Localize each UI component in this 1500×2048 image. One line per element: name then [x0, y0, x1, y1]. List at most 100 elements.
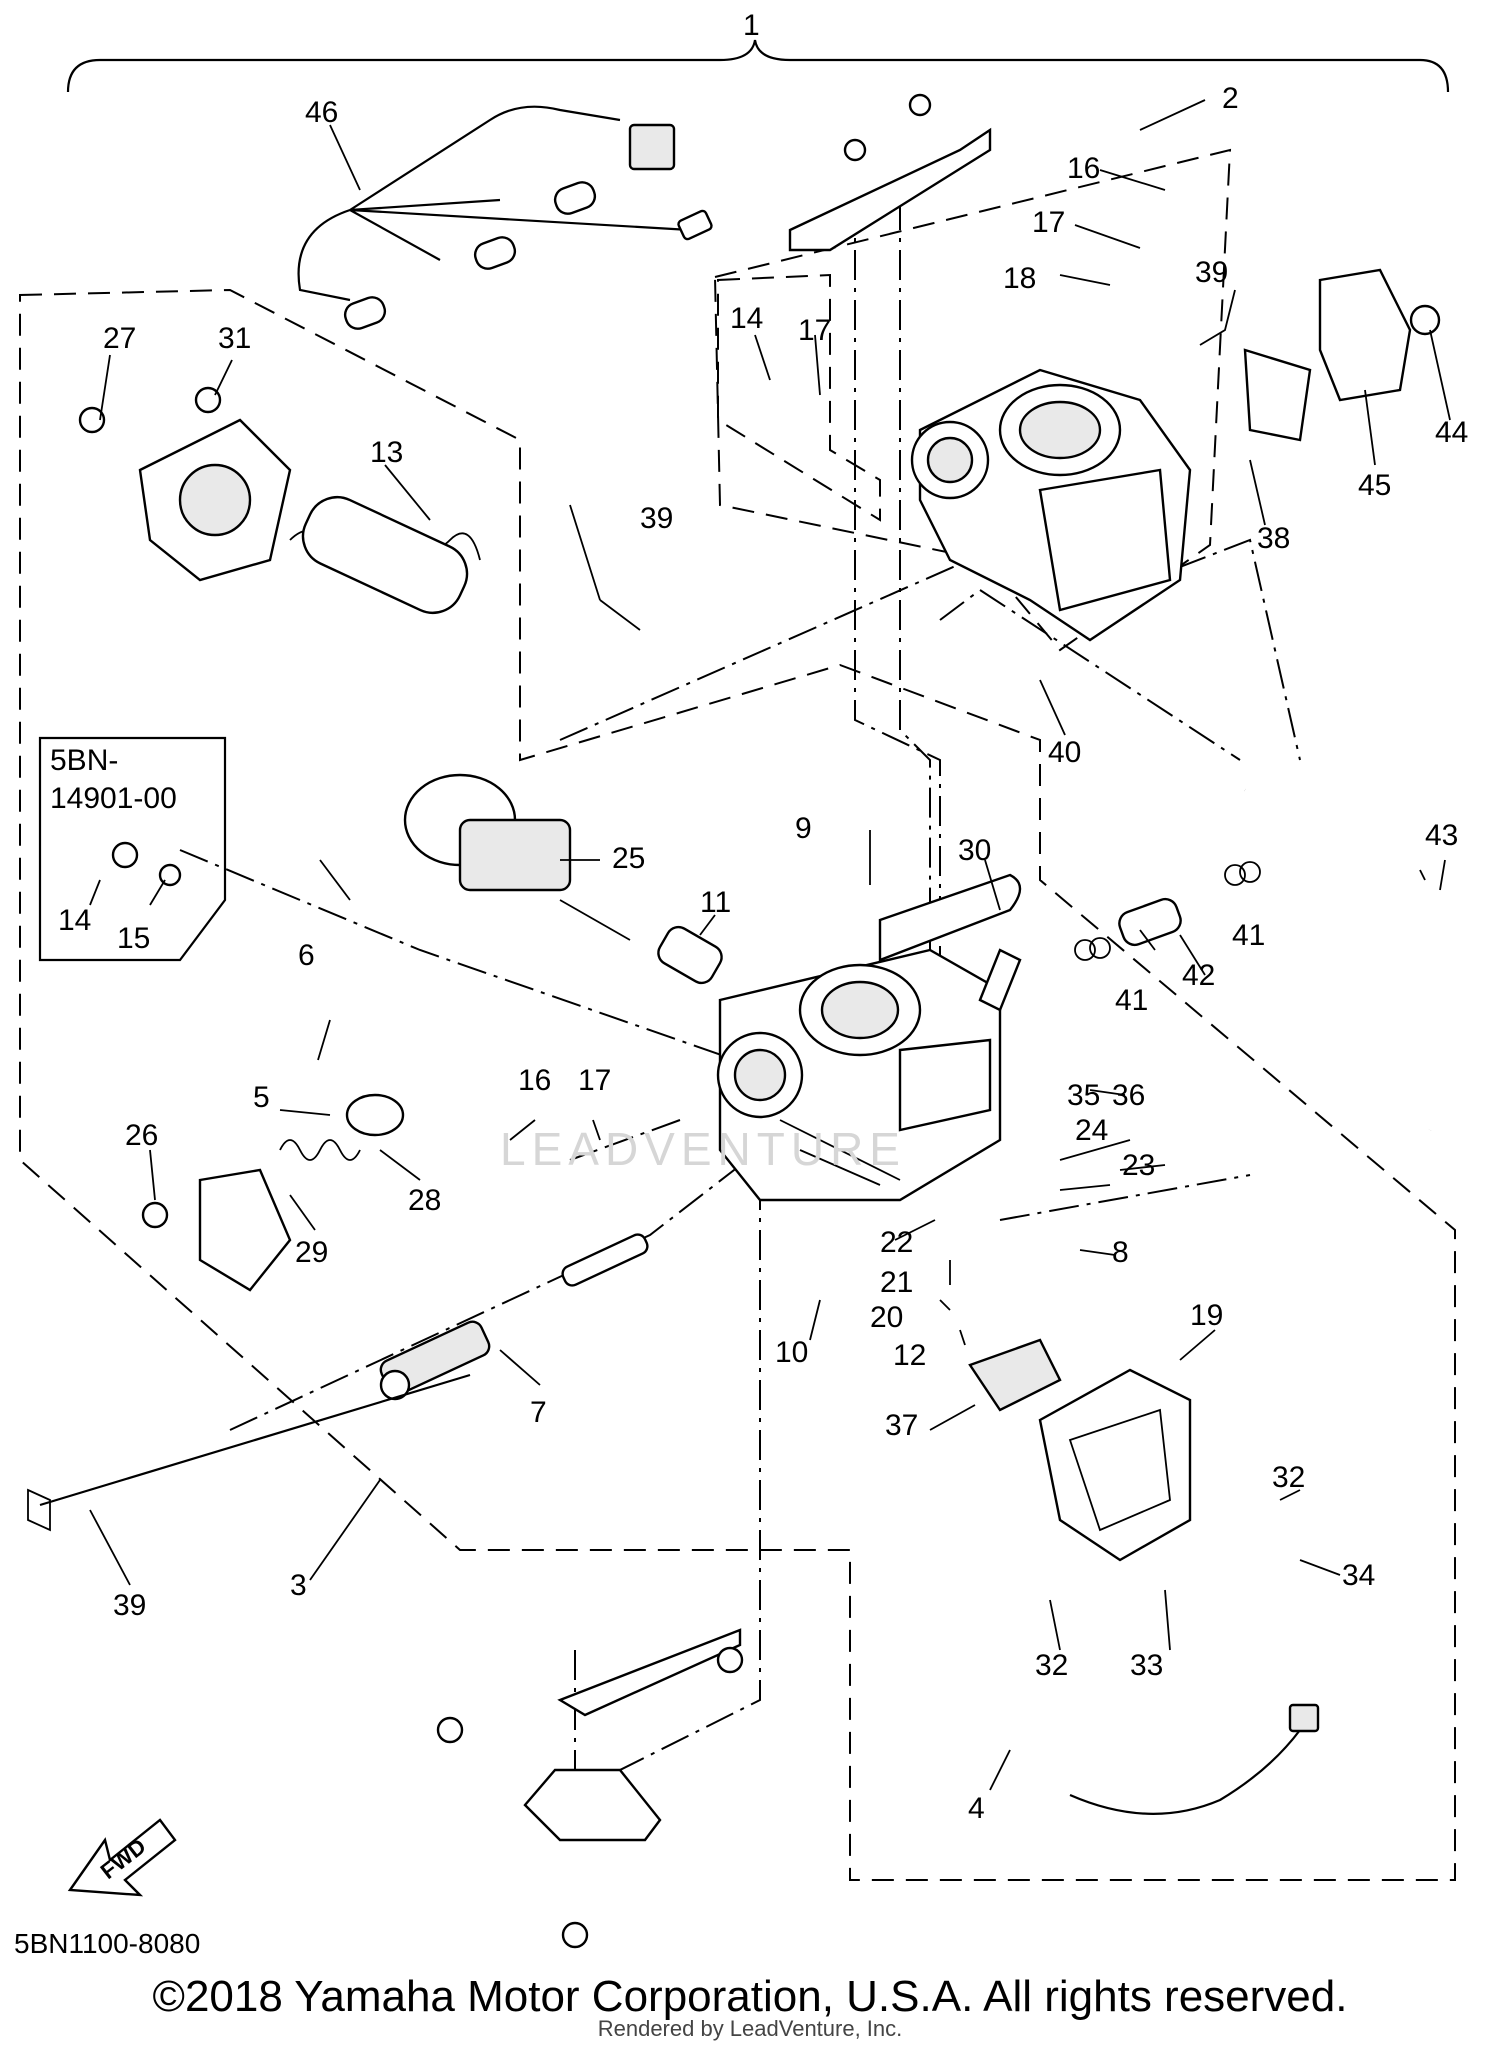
- callout-19: 19: [1190, 1299, 1223, 1332]
- throttle-sensor-45: [1318, 268, 1412, 402]
- callout-14a: 14: [730, 302, 763, 335]
- harness-plug: [677, 209, 713, 241]
- float-37: [968, 1338, 1062, 1412]
- rendered-by: Rendered by LeadVenture, Inc.: [597, 2016, 903, 2041]
- callout-6: 6: [298, 939, 315, 972]
- callout-2: 2: [1222, 82, 1239, 115]
- callout-13: 13: [370, 436, 403, 469]
- oring-41b: [1239, 861, 1261, 883]
- fitting-42: [1118, 897, 1182, 947]
- callout-35: 35: [1067, 1079, 1100, 1112]
- callout-39a: 39: [1195, 256, 1228, 289]
- callout-34: 34: [1342, 1559, 1375, 1592]
- rod-39-end: [27, 1488, 51, 1532]
- copyright: ©2018 Yamaha Motor Corporation, U.S.A. A…: [152, 1972, 1348, 2021]
- callout-20: 20: [870, 1301, 903, 1334]
- callout-27: 27: [103, 322, 136, 355]
- float-bowl-19: [1038, 1368, 1192, 1562]
- callout-17b: 17: [798, 314, 831, 347]
- callout-30: 30: [958, 834, 991, 867]
- callout-12: 12: [893, 1339, 926, 1372]
- harness-sensor-c: [343, 296, 387, 330]
- harness-sensor-a: [553, 181, 597, 215]
- drawing-code: 5BN1100-8080: [14, 1928, 201, 1959]
- oring-41d: [1089, 937, 1111, 959]
- callout-43: 43: [1425, 819, 1458, 852]
- oring-41a: [1224, 864, 1246, 886]
- callout-41a: 41: [1232, 919, 1265, 952]
- vent-hose-43: [1244, 788, 1435, 1131]
- group-boundary-14: [717, 273, 881, 522]
- callout-42: 42: [1182, 959, 1215, 992]
- callout-39b: 39: [640, 502, 673, 535]
- harness-46: [297, 105, 691, 302]
- callout-4: 4: [968, 1792, 985, 1825]
- kit-box-line2: 14901-00: [50, 782, 177, 815]
- plate-screw-a: [843, 138, 867, 162]
- callout-24: 24: [1075, 1114, 1108, 1147]
- screw-26: [141, 1201, 169, 1229]
- callout-21: 21: [880, 1266, 913, 1299]
- callout-45: 45: [1358, 469, 1391, 502]
- assembly-brace: [66, 39, 1450, 93]
- group-boundary-2: [713, 148, 1232, 652]
- link-30: [878, 873, 1022, 962]
- callout-37: 37: [885, 1409, 918, 1442]
- sensor-gasket: [1243, 348, 1312, 442]
- callout-31: 31: [218, 322, 251, 355]
- callout-33: 33: [1130, 1649, 1163, 1682]
- sleeve-11: [657, 925, 723, 985]
- callout-46: 46: [305, 96, 338, 129]
- harness-connector: [628, 123, 676, 171]
- sensor-screw-44: [1409, 304, 1441, 336]
- enricher-7: [379, 1233, 649, 1401]
- callout-32b: 32: [1035, 1649, 1068, 1682]
- callout-28: 28: [408, 1184, 441, 1217]
- callout-16b: 16: [518, 1064, 551, 1097]
- leader-lines: [89, 99, 1451, 1791]
- kit-box-line1: 5BN-: [50, 744, 118, 777]
- throttle-plate: [788, 127, 992, 252]
- callout-1: 1: [743, 9, 760, 42]
- spring-13-body: [301, 496, 469, 614]
- cover-31-center: [178, 463, 252, 537]
- callout-15: 15: [117, 922, 150, 955]
- gasket-28: [345, 1093, 405, 1137]
- callout-41b: 41: [1115, 984, 1148, 1017]
- callout-16a: 16: [1067, 152, 1100, 185]
- screw-31: [194, 386, 222, 414]
- callout-29: 29: [295, 1236, 328, 1269]
- kit-box: 5BN- 14901-00: [38, 736, 227, 962]
- callout-22: 22: [880, 1226, 913, 1259]
- callout-18: 18: [1003, 262, 1036, 295]
- callout-26: 26: [125, 1119, 158, 1152]
- choke-cable-4: [1069, 1729, 1301, 1815]
- float-bowl-19-inner: [1068, 1408, 1171, 1532]
- callout-7: 7: [530, 1396, 547, 1429]
- callout-44: 44: [1435, 416, 1468, 449]
- rod-39: [39, 1373, 471, 1507]
- callout-17a: 17: [1032, 206, 1065, 239]
- plate-screw-b: [908, 93, 932, 117]
- callout-14b: 14: [58, 904, 91, 937]
- callout-36: 36: [1112, 1079, 1145, 1112]
- screw-27: [78, 406, 106, 434]
- callout-11: 11: [700, 886, 731, 919]
- callout-23: 23: [1122, 1149, 1155, 1182]
- vent-hose-43-inner: [1243, 781, 1443, 1131]
- callout-8: 8: [1112, 1236, 1129, 1269]
- callouts: 1 2 3 4 5 6 7 8 9 10 11 12 13 14 14 15 1…: [58, 9, 1468, 1825]
- callout-25: 25: [612, 842, 645, 875]
- choke-cable-nut: [1288, 1703, 1320, 1733]
- upper-carburetor-body: [910, 368, 1192, 642]
- diaphragm-piston-25: [403, 773, 631, 941]
- bottom-bracket: [436, 1628, 744, 1949]
- callout-5: 5: [253, 1081, 270, 1114]
- callout-32a: 32: [1272, 1461, 1305, 1494]
- harness-sensor-b: [473, 236, 517, 270]
- spring-29: [279, 1139, 361, 1161]
- watermark: LEADVENTURE: [500, 1123, 906, 1175]
- carburetor-body: [716, 948, 1022, 1202]
- callout-17c: 17: [578, 1064, 611, 1097]
